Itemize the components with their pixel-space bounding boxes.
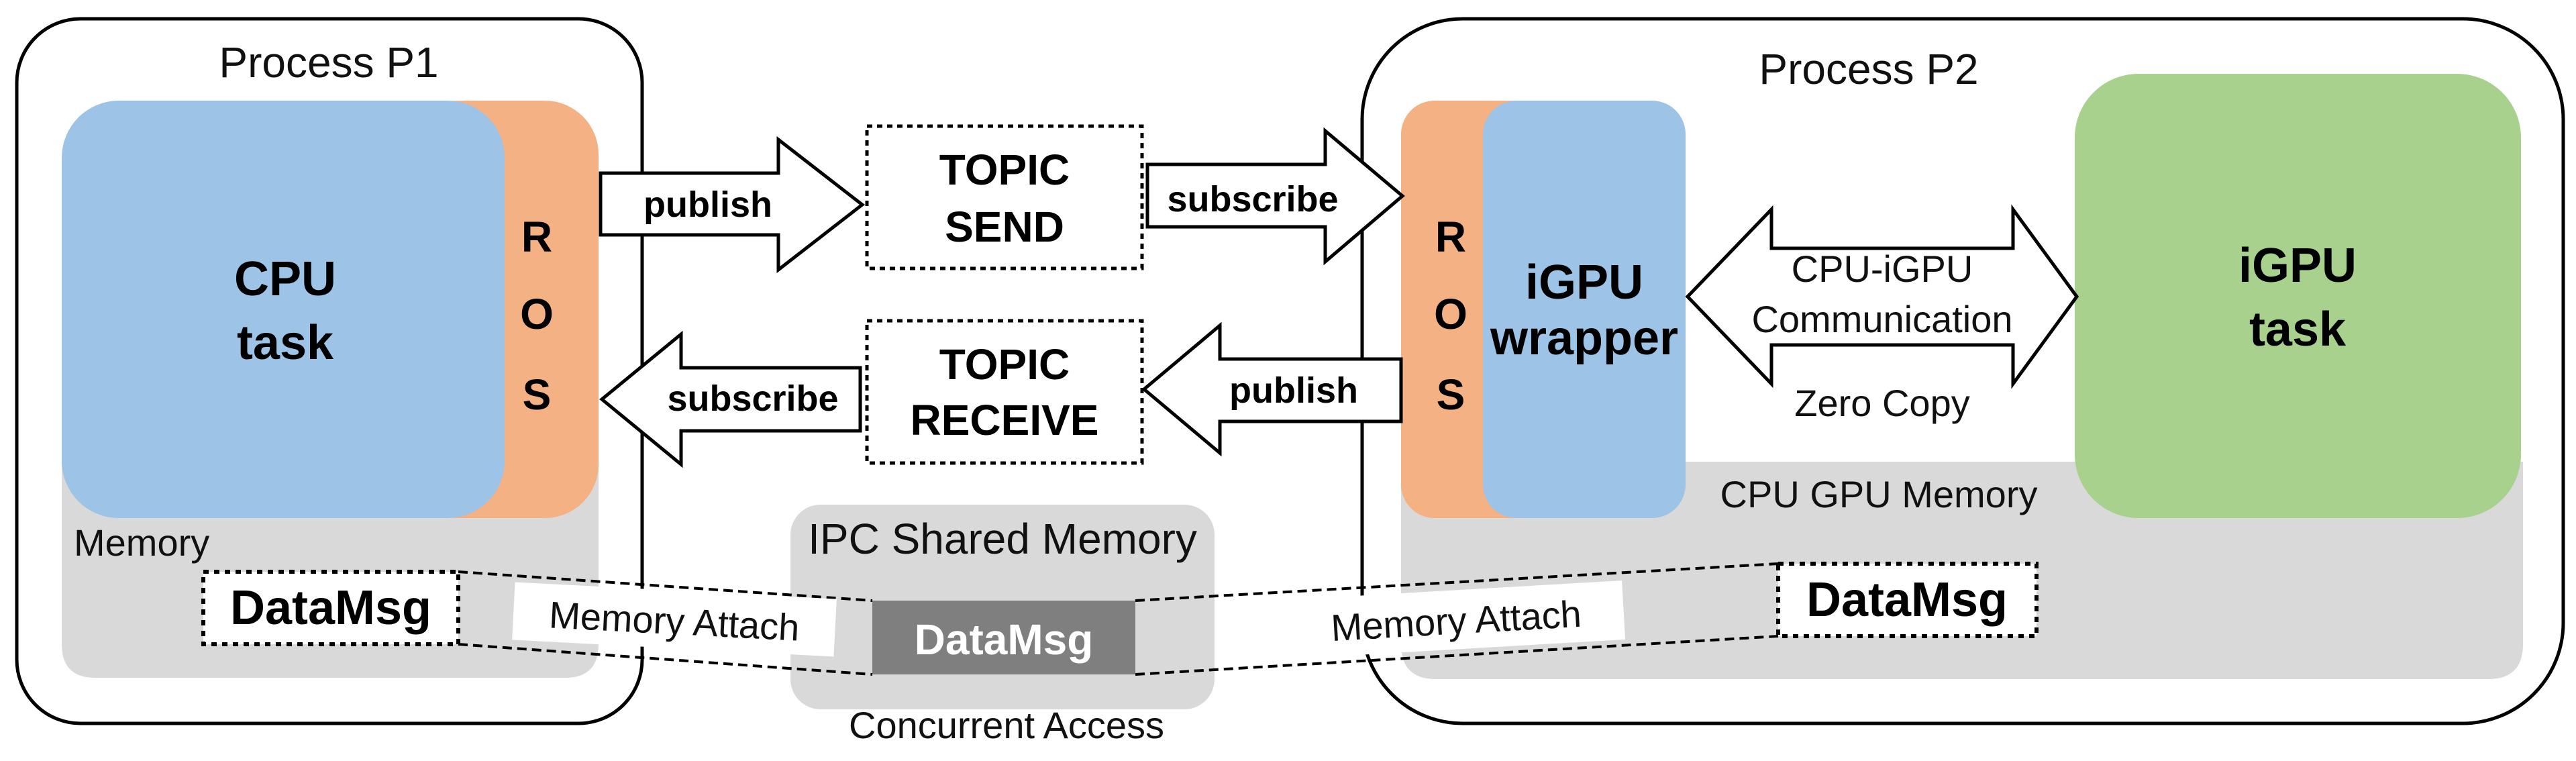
- igpu-wrapper-label-line2: wrapper: [1490, 311, 1678, 365]
- arrow-p1-publish: publish: [599, 136, 866, 274]
- topic-send-line1: TOPIC: [939, 146, 1070, 194]
- concurrent-access-label: Concurrent Access: [849, 704, 1164, 746]
- igpu-wrapper-label-line1: iGPU: [1525, 256, 1643, 309]
- p1-datamsg-label: DataMsg: [230, 581, 431, 635]
- p2-datamsg-box: [1776, 562, 2039, 638]
- topic-send: TOPIC SEND: [865, 124, 1144, 270]
- arrow-send-subscribe-shape: [1145, 127, 1405, 266]
- comm-label-line1: CPU-iGPU: [1792, 248, 1973, 290]
- process-p2-title: Process P2: [1759, 45, 1978, 93]
- topic-send-box: [865, 124, 1144, 270]
- cpu-task-block: [62, 101, 505, 518]
- cpu-task-label-line2: task: [237, 316, 334, 370]
- topic-receive-line1: TOPIC: [939, 340, 1070, 389]
- process-p1-title: Process P1: [219, 38, 438, 87]
- process-p2: Process P2 CPU GPU Memory R O S iGPU wra…: [1360, 17, 2565, 725]
- cpu-task-label-line1: CPU: [234, 252, 336, 306]
- igpu-task-block: [2075, 74, 2521, 518]
- attach-left-bottom-line: [458, 643, 873, 676]
- attach-right-top-line: [1135, 562, 1779, 602]
- p2-memory-label: CPU GPU Memory: [1720, 473, 2038, 515]
- attach-right-bottom-line: [1135, 635, 1779, 676]
- p2-ros-letter-r: R: [1435, 213, 1466, 261]
- p2-datamsg-label: DataMsg: [1806, 573, 2008, 627]
- arrow-receive-subscribe: subscribe: [599, 330, 862, 468]
- p1-ros-letter-r: R: [521, 213, 552, 261]
- topic-send-line2: SEND: [945, 203, 1064, 251]
- arrow-p2-publish-label: publish: [1229, 370, 1358, 411]
- ipc-shared-memory-title: IPC Shared Memory: [808, 515, 1197, 563]
- p1-ros-letter-o: O: [520, 290, 554, 338]
- comm-label-line2: Communication: [1751, 298, 2012, 340]
- topic-receive-box: [865, 319, 1144, 465]
- igpu-task-label-line1: iGPU: [2238, 239, 2357, 293]
- arrow-p2-publish: publish: [1141, 321, 1403, 457]
- zero-copy-label: Zero Copy: [1794, 382, 1969, 424]
- arrow-receive-subscribe-label: subscribe: [667, 378, 838, 419]
- p1-ros-letter-s: S: [523, 370, 552, 419]
- p1-datamsg-box: [201, 570, 460, 646]
- memory-attach-right: Memory Attach: [1135, 562, 1779, 676]
- attach-right-label-bg: [1273, 580, 1626, 660]
- shared-datamsg-box: [872, 601, 1135, 674]
- p2-ros-letter-s: S: [1437, 370, 1465, 419]
- arrow-send-subscribe-label: subscribe: [1167, 179, 1338, 219]
- arrow-send-subscribe: subscribe: [1145, 127, 1405, 266]
- attach-left-label-bg: [512, 582, 837, 657]
- arrow-p1-publish-shape: [599, 136, 866, 274]
- shared-datamsg-label: DataMsg: [915, 615, 1094, 664]
- topic-receive: TOPIC RECEIVE: [865, 319, 1144, 465]
- arrow-receive-subscribe-shape: [599, 330, 862, 468]
- cpu-igpu-comm-arrow: [1685, 204, 2079, 389]
- attach-left-top-line: [458, 570, 873, 602]
- igpu-wrapper-block: [1483, 101, 1686, 518]
- arrow-p2-publish-shape: [1141, 321, 1403, 457]
- topic-receive-line2: RECEIVE: [911, 396, 1099, 444]
- p2-ros-letter-o: O: [1434, 290, 1467, 338]
- p1-memory-label: Memory: [74, 521, 209, 564]
- ipc-shared-memory: IPC Shared Memory DataMsg Concurrent Acc…: [790, 505, 1215, 746]
- arrow-p1-publish-label: publish: [643, 185, 772, 225]
- igpu-task-label-line2: task: [2249, 303, 2347, 356]
- process-p1: Process P1 Memory CPU task R O S DataMsg: [15, 17, 644, 725]
- memory-attach-left: Memory Attach: [458, 570, 873, 676]
